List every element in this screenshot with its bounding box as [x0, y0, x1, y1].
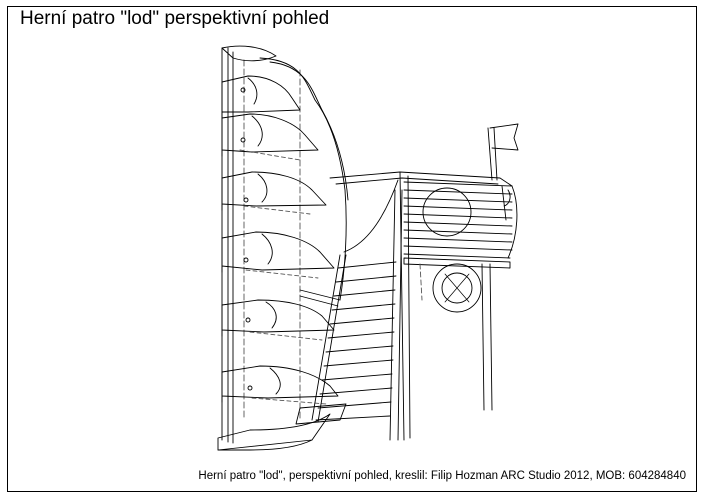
ground-line [218, 440, 312, 450]
drawing-caption: Herní patro "lod", perspektivní pohled, … [198, 470, 686, 482]
stair-steps [316, 262, 396, 420]
drawing-title: Herní patro "lod" perspektivní pohled [20, 8, 330, 29]
upper-deck [330, 172, 517, 440]
drawing-frame [7, 6, 697, 492]
shelf-tower [218, 46, 348, 450]
porthole-circle [423, 188, 471, 236]
staircase [296, 180, 402, 440]
ship-flag [488, 124, 518, 220]
deck-slats [404, 182, 512, 258]
life-ring [433, 264, 481, 312]
shelf-boards [218, 76, 338, 450]
